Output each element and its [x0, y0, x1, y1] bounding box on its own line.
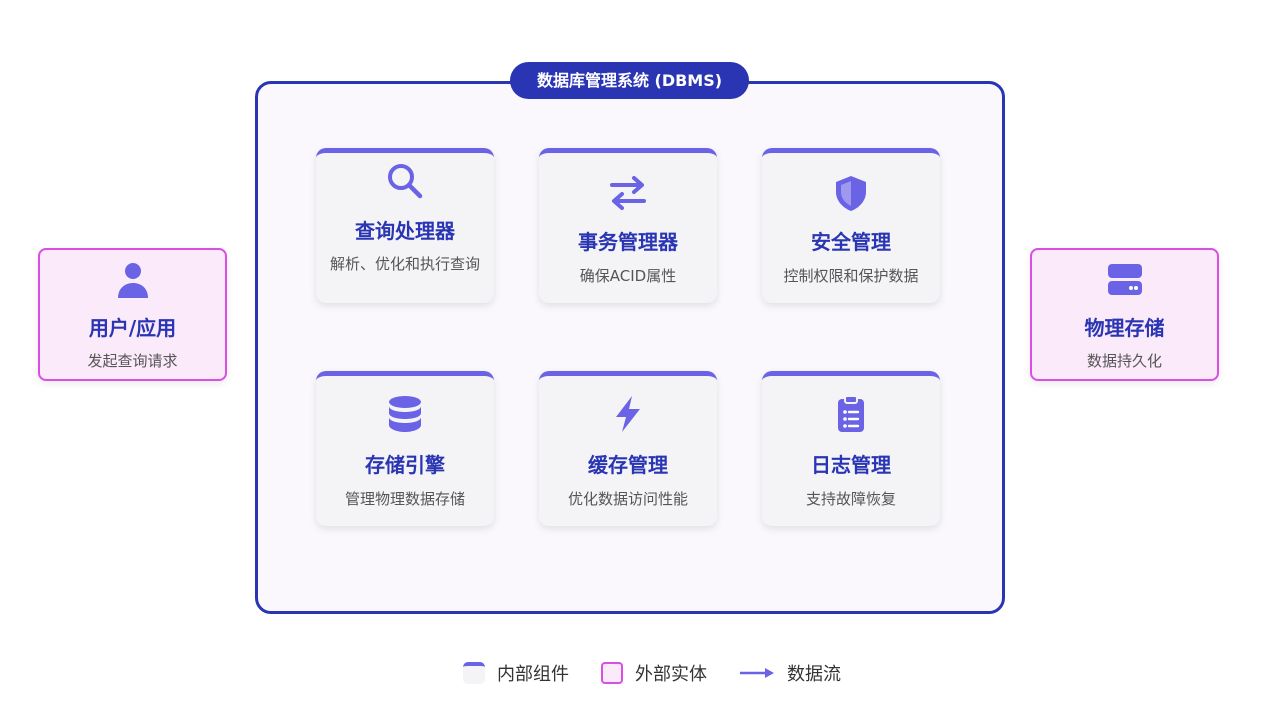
component-cache: 缓存管理 优化数据访问性能 [539, 371, 717, 526]
component-desc: 控制权限和保护数据 [783, 267, 919, 285]
legend-internal-label: 内部组件 [497, 664, 569, 685]
component-title: 安全管理 [811, 230, 891, 254]
legend-flow: 数据流 [739, 660, 841, 686]
component-desc: 支持故障恢复 [805, 490, 896, 508]
component-security: 安全管理 控制权限和保护数据 [762, 148, 940, 303]
arrows-exchange-icon [539, 173, 717, 213]
external-user-title: 用户/应用 [88, 316, 177, 340]
component-title: 存储引擎 [365, 453, 445, 477]
arrow-right-icon [740, 668, 774, 678]
server-icon [1032, 260, 1217, 300]
component-title: 缓存管理 [588, 453, 668, 477]
legend-internal: 内部组件 [463, 660, 569, 686]
component-log: 日志管理 支持故障恢复 [762, 371, 940, 526]
legend-external: 外部实体 [601, 660, 707, 686]
external-storage-title: 物理存储 [1084, 316, 1165, 340]
component-storage-engine: 存储引擎 管理物理数据存储 [316, 371, 494, 526]
component-transaction-manager: 事务管理器 确保ACID属性 [539, 148, 717, 303]
component-title: 事务管理器 [578, 230, 678, 254]
component-title: 查询处理器 [355, 219, 455, 243]
lightning-icon [539, 394, 717, 434]
clipboard-list-icon [762, 394, 940, 434]
external-user-desc: 发起查询请求 [87, 352, 178, 370]
user-icon [40, 260, 225, 300]
component-desc: 解析、优化和执行查询 [330, 255, 481, 273]
component-desc: 优化数据访问性能 [567, 490, 688, 508]
component-desc: 管理物理数据存储 [344, 490, 465, 508]
shield-icon [762, 173, 940, 213]
external-storage-desc: 数据持久化 [1086, 352, 1162, 370]
legend-internal-swatch [463, 662, 485, 684]
search-icon [316, 161, 494, 201]
external-user-app: 用户/应用 发起查询请求 [38, 248, 227, 381]
dbms-title: 数据库管理系统 (DBMS) [510, 62, 749, 99]
database-icon [316, 394, 494, 434]
legend-external-label: 外部实体 [635, 664, 707, 685]
component-desc: 确保ACID属性 [579, 267, 677, 285]
external-physical-storage: 物理存储 数据持久化 [1030, 248, 1219, 381]
legend-external-swatch [601, 662, 623, 684]
component-title: 日志管理 [811, 453, 891, 477]
legend: 内部组件 外部实体 数据流 [0, 660, 1280, 686]
legend-flow-label: 数据流 [787, 664, 841, 685]
component-query-processor: 查询处理器 解析、优化和执行查询 [316, 148, 494, 303]
